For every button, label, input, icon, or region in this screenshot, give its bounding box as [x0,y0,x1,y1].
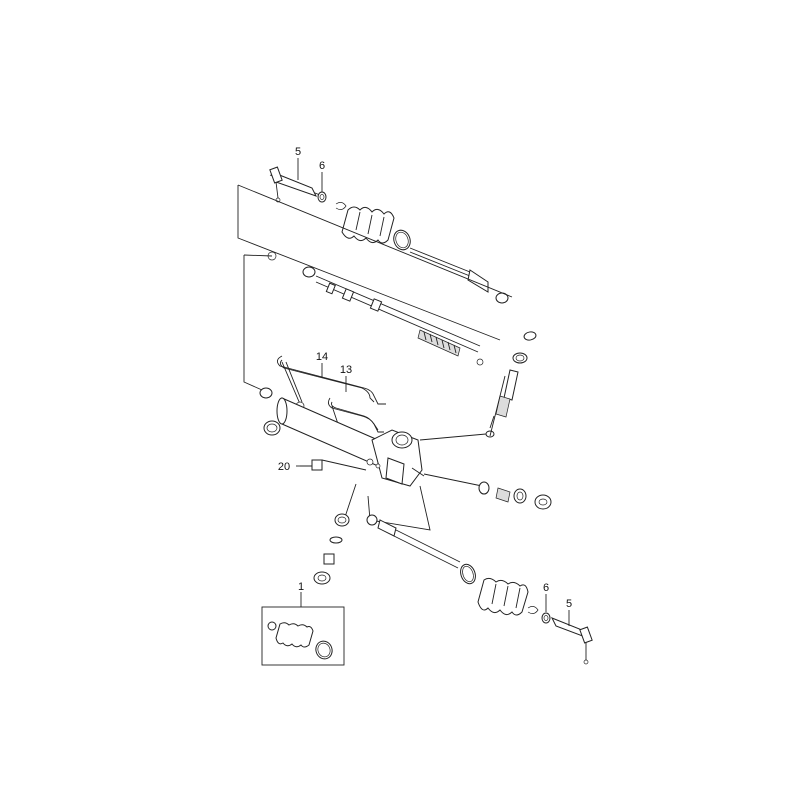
inner-tie-rod-bottom [366,514,461,569]
callout-6-bottom: 6 [543,582,549,594]
fitting-20 [300,459,367,471]
seal-rings-left [259,387,281,436]
callout-5-top: 5 [295,146,301,158]
bellows-boot-top [341,206,395,244]
callout-14: 14 [316,351,328,363]
bracket-outline-top [237,184,513,341]
gear-housing [276,397,425,487]
boot-clamp-bottom [460,563,476,585]
pinion-ring [523,331,537,341]
pinion-shaft [485,369,519,438]
leader-pinion [419,433,487,441]
rack-bar [267,251,484,366]
tie-rod-end-bottom [550,617,593,665]
bracket-outline-bottom [343,483,431,531]
clip-top [335,202,347,210]
clip-bottom [527,606,539,614]
boot-clamp-top [393,229,411,251]
callout-6-top: 6 [319,160,325,172]
inner-tie-rod-top [409,247,509,304]
lock-nut-top [317,191,327,203]
lower-seals [313,513,350,585]
yoke-adjuster [423,473,552,510]
callout-5-bottom: 5 [566,598,572,610]
leader-lines [296,158,570,626]
callout-20: 20 [278,461,290,473]
bellows-boot-bottom [477,577,529,616]
boot-kit-box [261,606,345,666]
lock-nut-bottom [541,612,551,624]
bracket-outline-middle [243,254,273,391]
pinion-bearing [512,352,528,364]
callout-1: 1 [298,581,304,593]
tie-rod-end-top [269,166,321,203]
callout-13: 13 [340,364,352,376]
